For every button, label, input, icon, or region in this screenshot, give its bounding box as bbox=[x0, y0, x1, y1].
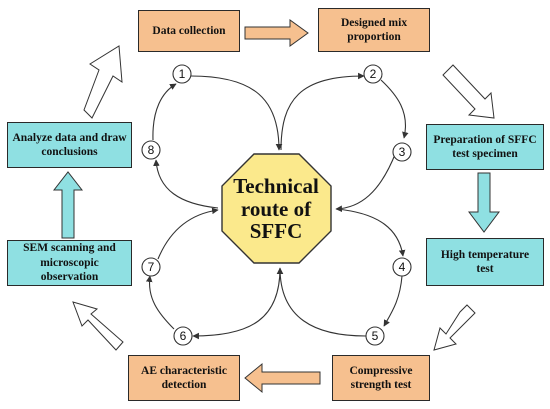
curve-center-4 bbox=[335, 208, 406, 257]
node-number-7: 7 bbox=[147, 260, 155, 274]
block-arrow-6-7 bbox=[72, 301, 124, 351]
step-preparation-specimen: Preparation of SFFC test specimen bbox=[426, 124, 544, 170]
curve-6-7 bbox=[145, 275, 175, 330]
step-ae-detection: AE characteristic detection bbox=[128, 355, 240, 401]
curve-center-6 bbox=[192, 267, 281, 340]
curve-8-1 bbox=[152, 83, 177, 141]
center-title: Technical route of SFFC bbox=[233, 173, 319, 244]
block-arrow-7-8 bbox=[52, 171, 84, 239]
node-number-8: 8 bbox=[147, 143, 155, 157]
node-number-1: 1 bbox=[178, 67, 186, 81]
node-circle-6 bbox=[173, 326, 193, 346]
node-number-2: 2 bbox=[369, 67, 377, 81]
step-high-temperature-test: High temperature test bbox=[426, 238, 544, 286]
curve-4-5 bbox=[383, 275, 403, 327]
step-analyze-data: Analyze data and draw conclusions bbox=[7, 122, 132, 168]
block-arrow-1-2 bbox=[244, 19, 309, 47]
step-data-collection: Data collection bbox=[138, 10, 240, 52]
curve-2-3 bbox=[380, 79, 409, 139]
node-circle-8 bbox=[141, 140, 161, 160]
block-arrow-8-1 bbox=[83, 45, 123, 119]
step-sem-scanning: SEM scanning and microscopic observation bbox=[7, 240, 132, 286]
node-circle-1 bbox=[172, 64, 192, 84]
node-number-4: 4 bbox=[398, 260, 406, 274]
block-arrow-4-5 bbox=[433, 304, 476, 351]
node-circle-3 bbox=[392, 142, 412, 162]
curve-3-center bbox=[335, 151, 397, 213]
node-circle-7 bbox=[141, 257, 161, 277]
curve-center-2 bbox=[280, 72, 365, 151]
curve-7-center bbox=[157, 207, 219, 260]
block-arrow-2-3 bbox=[442, 64, 495, 119]
node-number-3: 3 bbox=[398, 145, 406, 159]
node-circle-2 bbox=[363, 64, 383, 84]
node-number-5: 5 bbox=[371, 329, 379, 343]
step-compressive-strength-test: Compressive strength test bbox=[332, 355, 430, 401]
block-arrow-3-4 bbox=[468, 172, 500, 233]
block-arrow-5-6 bbox=[244, 362, 321, 394]
node-number-6: 6 bbox=[179, 329, 187, 343]
node-circle-4 bbox=[392, 257, 412, 277]
node-circle-5 bbox=[365, 326, 385, 346]
curve-center-8 bbox=[153, 159, 219, 209]
step-designed-mix-proportion: Designed mix proportion bbox=[318, 8, 430, 52]
curve-1-center bbox=[190, 75, 283, 151]
curve-5-center bbox=[276, 267, 367, 337]
center-octagon bbox=[221, 153, 332, 264]
